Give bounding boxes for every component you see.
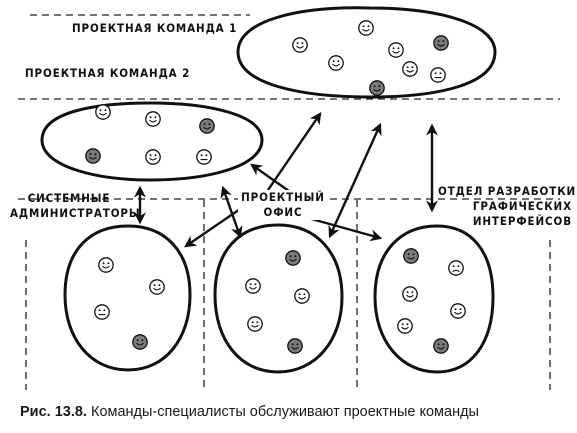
figure-caption: Рис. 13.8. Команды-специалисты обслужива… [20, 404, 479, 420]
team2-member-happy-icon [95, 104, 111, 120]
sysadmins-label-line2: АДМИНИСТРАТОРЫ [10, 206, 141, 220]
office-label-line2: ОФИС [263, 205, 303, 219]
office-member-happy-dark-icon [287, 338, 303, 354]
team1-member-happy-icon [388, 42, 404, 58]
office-label-line1: ПРОЕКТНЫЙ [241, 190, 325, 204]
sysadmins-label: СИСТЕМНЫЕ АДМИНИСТРАТОРЫ [10, 191, 141, 221]
team2-member-happy-icon [145, 149, 161, 165]
gui-member-happy-dark-icon [433, 338, 449, 354]
team1-member-happy-dark-icon [369, 80, 385, 96]
gui-label-line3: ИНТЕРФЕЙСОВ [472, 214, 572, 228]
sysadmins-ellipse [63, 224, 192, 372]
team1-member-happy-icon [402, 61, 418, 77]
office-label: ПРОЕКТНЫЙ ОФИС [238, 190, 328, 220]
team1-label: ПРОЕКТНАЯ КОМАНДА 1 [72, 21, 238, 35]
caption-figure-number: Рис. 13.8. [20, 404, 87, 420]
caption-text: Команды-специалисты обслуживают проектны… [91, 404, 479, 420]
gui-member-happy-icon [397, 318, 413, 334]
sysadmins-member-neutral-icon [94, 304, 110, 320]
arrow-office-to-gui [307, 216, 383, 242]
team2-member-happy-dark-icon [85, 148, 101, 164]
team1-member-happy-icon [292, 37, 308, 53]
sysadmins-member-happy-icon [98, 257, 114, 273]
gui-member-happy-dark-icon [403, 248, 419, 264]
arrow-team2-to-office [220, 185, 243, 239]
team2-member-neutral-icon [196, 149, 212, 165]
gui-label-line1: ОТДЕЛ РАЗРАБОТКИ [438, 184, 577, 198]
arrow-office-team1 [267, 112, 322, 191]
gui-member-sad-icon [448, 260, 464, 276]
gui-ellipse [373, 224, 495, 374]
sysadmins-member-happy-dark-icon [132, 334, 148, 350]
sysadmins-label-line1: СИСТЕМНЫЕ [27, 191, 111, 205]
office-member-happy-icon [294, 288, 310, 304]
team1-member-happy-icon [328, 55, 344, 71]
arrow-office-team1-center [328, 122, 382, 239]
team2-member-happy-icon [145, 111, 161, 127]
office-member-happy-dark-icon [285, 250, 301, 266]
faces-layer [85, 20, 466, 354]
gui-member-happy-icon [402, 286, 418, 302]
office-member-happy-icon [245, 278, 261, 294]
team1-member-happy-icon [358, 20, 374, 36]
team2-member-happy-dark-icon [199, 118, 215, 134]
office-member-happy-icon [247, 316, 263, 332]
gui-member-happy-icon [450, 303, 466, 319]
gui-dept-label: ОТДЕЛ РАЗРАБОТКИ ГРАФИЧЕСКИХ ИНТЕРФЕЙСОВ [438, 184, 577, 229]
team2-label: ПРОЕКТНАЯ КОМАНДА 2 [25, 66, 191, 80]
team1-member-happy-dark-icon [433, 35, 449, 51]
sysadmins-member-happy-icon [149, 279, 165, 295]
gui-label-line2: ГРАФИЧЕСКИХ [472, 199, 572, 213]
office-ellipse [213, 223, 344, 374]
team1-member-neutral-icon [430, 67, 446, 83]
